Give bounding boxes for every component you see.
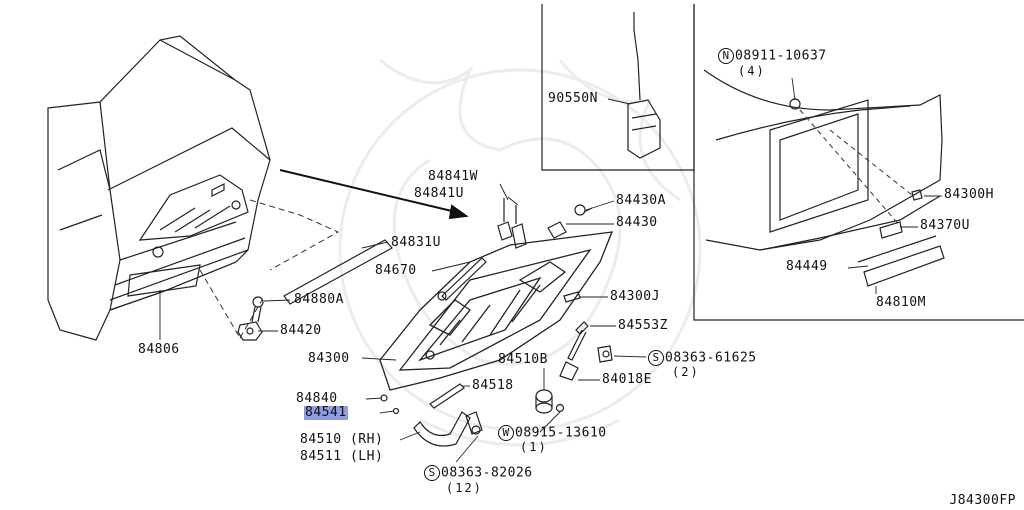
label-84300j[interactable]: 84300J [610,289,660,304]
label-84511-lh[interactable]: 84511 (LH) [300,449,384,464]
striker-84430 [547,204,593,239]
label-84518[interactable]: 84518 [472,378,514,393]
bolt-08363-61625 [597,345,613,363]
inset-box-plate [693,4,1024,321]
label-84541-highlighted[interactable]: 84541 [304,405,348,420]
hinge-84841 [497,198,527,249]
part-number: 08915-13610 [515,425,607,441]
screw-symbol-icon: S [424,465,440,481]
label-84510-rh[interactable]: 84510 (RH) [300,432,384,447]
screw-symbol-icon: S [648,350,664,366]
label-84810m[interactable]: 84810M [876,295,926,310]
weatherstrip-84831u [283,239,393,305]
dashed-leaders-plate [799,109,913,227]
lamp-84810m [857,189,945,287]
hinge-84510 [413,411,483,447]
stay-84670 [437,257,487,301]
label-84420[interactable]: 84420 [280,323,322,338]
qty-08915: (1) [520,440,548,454]
label-84880a[interactable]: 84880A [294,292,344,307]
watermark-emblem [338,58,702,447]
label-84430[interactable]: 84430 [616,215,658,230]
washer-symbol-icon: W [498,425,514,441]
grommet-84541 [392,407,400,415]
label-84018e[interactable]: 84018E [602,372,652,387]
van-body [47,35,271,341]
nut-symbol-icon: N [718,48,734,64]
handle-84518 [429,383,465,409]
back-door-panel-84300 [379,231,614,391]
diagram-code: J84300FP [949,493,1016,508]
part-number: 08363-82026 [441,465,533,481]
label-84370u[interactable]: 84370U [920,218,970,233]
label-84300[interactable]: 84300 [308,351,350,366]
label-84806[interactable]: 84806 [138,342,180,357]
fastener-84880a [251,296,264,323]
dashed-leaders-left [199,199,340,339]
bumper-84510b [535,389,553,414]
part-number: 08911-10637 [735,48,827,64]
inset-box-90550n [541,4,695,171]
qty-08911: (4) [738,64,766,78]
gas-stay-84553z [559,321,589,381]
qty-08363-61625: (2) [672,365,700,379]
label-84449[interactable]: 84449 [786,259,828,274]
label-84831u[interactable]: 84831U [391,235,441,250]
label-84553z[interactable]: 84553Z [618,318,668,333]
label-90550n[interactable]: 90550N [548,91,598,106]
label-84300h[interactable]: 84300H [944,187,994,202]
label-84841w[interactable]: 84841W [428,169,478,184]
reference-arrow [279,169,469,220]
washer-08915 [555,403,565,413]
clip-84300j [563,291,581,303]
label-84841u[interactable]: 84841U [414,186,464,201]
label-84670[interactable]: 84670 [375,263,417,278]
label-84430a[interactable]: 84430A [616,193,666,208]
qty-08363-82026: (12) [446,481,483,495]
label-84840[interactable]: 84840 [296,391,338,406]
lock-84420 [237,321,263,341]
label-84510b[interactable]: 84510B [498,352,548,367]
leader-lines [159,77,942,463]
part-number: 08363-61625 [665,350,757,366]
